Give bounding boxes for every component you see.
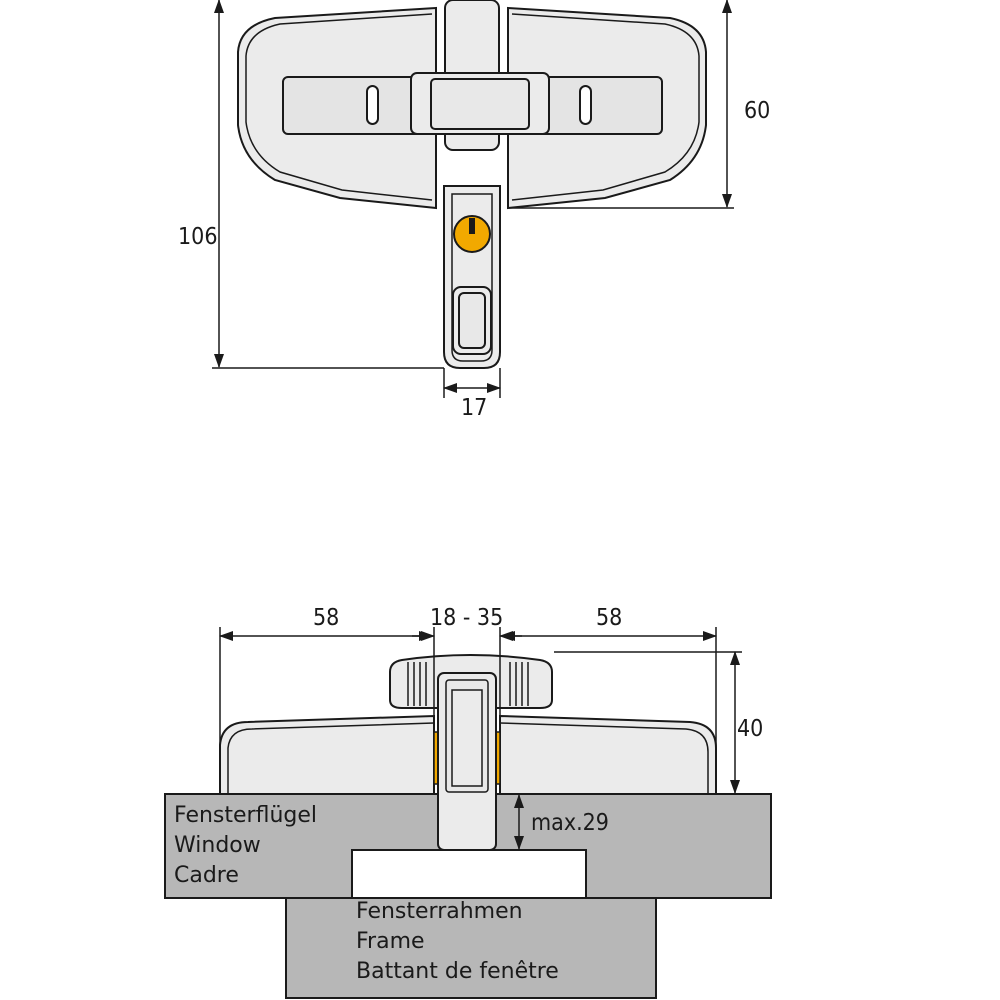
handle-inner: [451, 193, 493, 362]
side-right-wing-inner: [499, 722, 709, 794]
left-wing-inner: [245, 13, 433, 201]
side-left-wing-inner: [227, 722, 435, 794]
dim-label-17: 17: [461, 395, 487, 421]
sash-label-de: Fensterflügel: [174, 803, 317, 828]
side-dimensions: [219, 627, 742, 850]
sash-label-fr: Cadre: [174, 863, 239, 888]
push-button-inner: [458, 292, 486, 349]
dim-label-58-right: 58: [596, 605, 622, 631]
dim-label-106: 106: [178, 224, 218, 250]
frame-label-en: Frame: [356, 929, 425, 954]
frame-label-de: Fensterrahmen: [356, 899, 523, 924]
side-right-wing: [499, 714, 717, 795]
frame-block: [285, 897, 657, 999]
top-view: [237, 0, 707, 369]
dim-label-max29: max.29: [531, 810, 609, 836]
dim-label-gap: 18 - 35: [430, 605, 503, 631]
center-post-face: [451, 689, 483, 787]
side-view: [219, 654, 717, 851]
grip-lines: [407, 662, 529, 706]
slider-block-inner: [430, 78, 530, 130]
screw-slot-right: [579, 85, 592, 125]
dim-label-60: 60: [744, 98, 770, 124]
frame-label-fr: Battant de fenêtre: [356, 959, 559, 984]
dim-label-58-left: 58: [313, 605, 339, 631]
right-wing-inner: [511, 13, 700, 201]
top-dimensions: [212, 0, 734, 398]
screw-slot-left: [366, 85, 379, 125]
key-slot: [469, 218, 475, 234]
sash-label-en: Window: [174, 833, 261, 858]
side-left-wing: [219, 714, 435, 795]
dim-label-40: 40: [737, 716, 763, 742]
